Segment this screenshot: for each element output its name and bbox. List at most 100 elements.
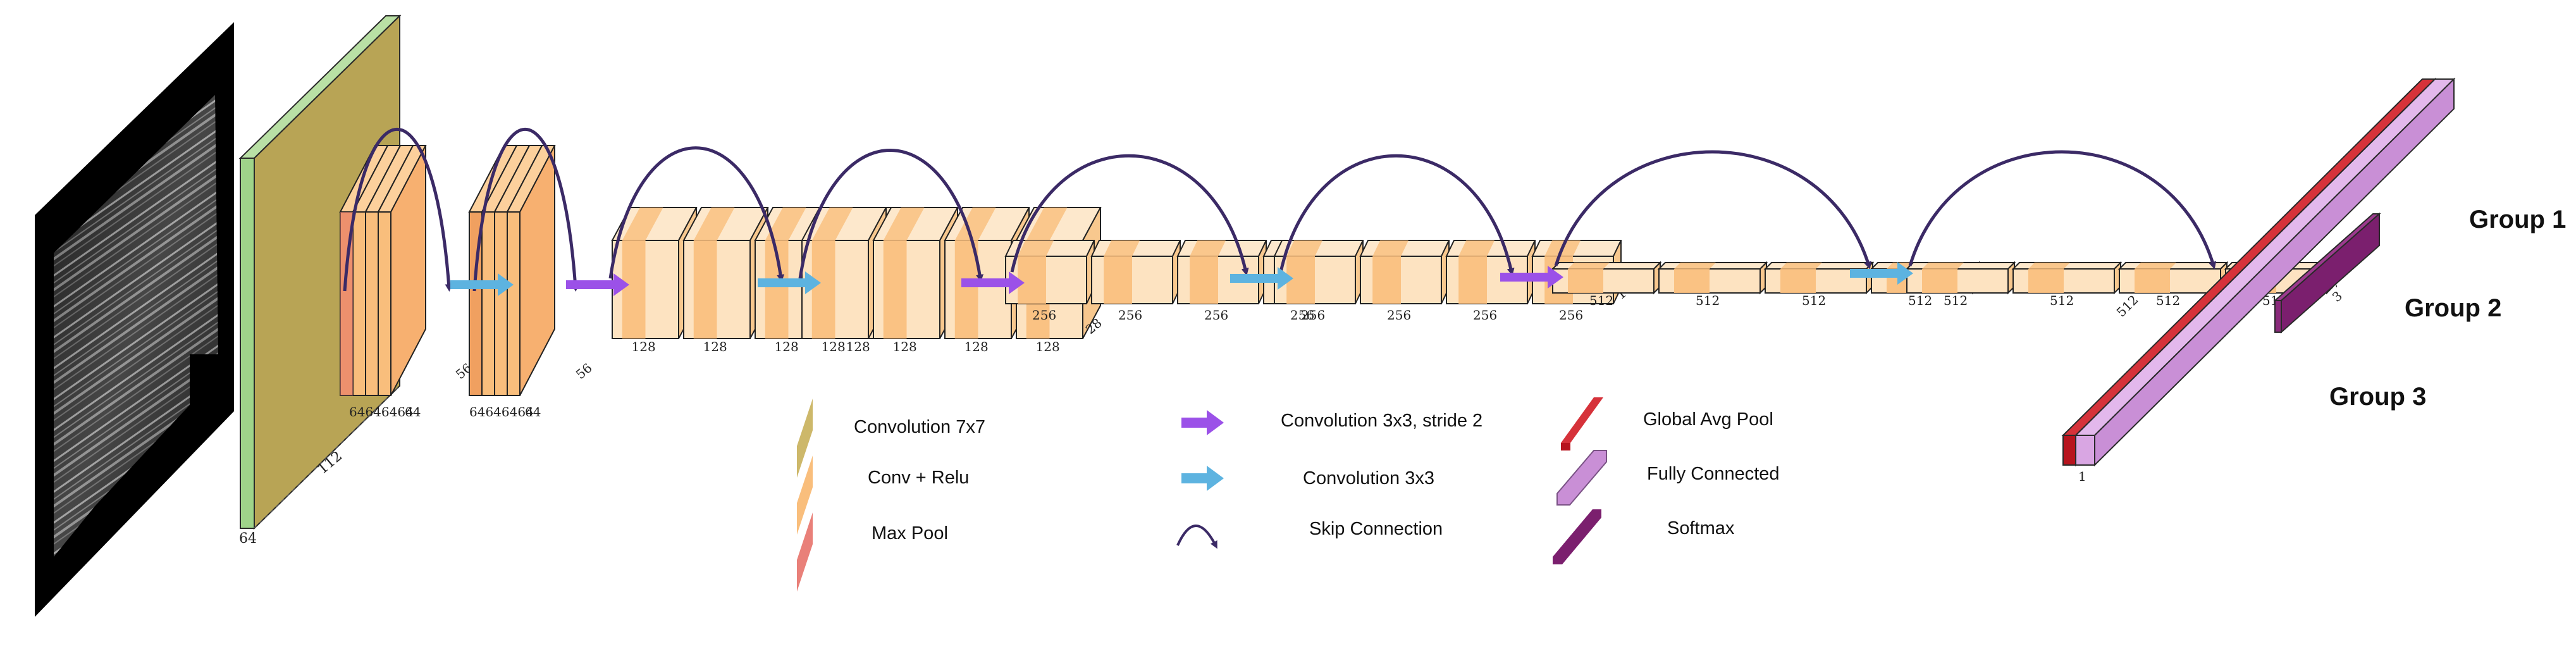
stage-channel-label: 128 bbox=[822, 339, 846, 354]
legend-fc-label: Fully Connected bbox=[1647, 464, 1780, 484]
group-3-label: Group 3 bbox=[2329, 383, 2426, 411]
legend-skip-label: Skip Connection bbox=[1309, 519, 1443, 539]
group-1-label: Group 1 bbox=[2469, 206, 2566, 233]
block-layer-4 bbox=[506, 145, 556, 396]
stage-channel-label: 128 bbox=[1036, 339, 1060, 354]
stage-channel-label: 128 bbox=[775, 339, 799, 354]
stage-channel-label: 512 bbox=[1908, 293, 1932, 308]
stage-channel-label: 128 bbox=[893, 339, 917, 354]
stage-channel-label: 256 bbox=[1559, 307, 1583, 323]
stage-layer-2 bbox=[1359, 240, 1450, 304]
conv3x3-arrow-3 bbox=[1230, 267, 1293, 290]
stage-channel-label: 256 bbox=[1118, 307, 1142, 323]
legend-softmax-label: Softmax bbox=[1667, 518, 1735, 538]
stage-layer-1 bbox=[1905, 261, 2016, 295]
stage-channel-label: 512 bbox=[2156, 293, 2180, 308]
fc-size-label: 512 bbox=[2114, 292, 2142, 320]
stage-channel-label: 512 bbox=[2050, 293, 2074, 308]
stage-channel-label: 256 bbox=[1290, 307, 1314, 323]
block-layer-4 bbox=[377, 145, 427, 396]
stage-layer-1 bbox=[1273, 240, 1364, 304]
stage-channel-label: 256 bbox=[1387, 307, 1411, 323]
maxpool-layer bbox=[340, 212, 353, 395]
conv3x3-arrow-4 bbox=[1850, 262, 1913, 285]
stage-channel-label: 256 bbox=[1473, 307, 1497, 323]
stage-arrows bbox=[450, 262, 1913, 296]
skip-arc-6 bbox=[1279, 154, 1515, 276]
skip-arc-3 bbox=[608, 146, 785, 282]
legend-item-fc: Fully Connected bbox=[1556, 450, 1780, 506]
conv3x3-arrow-icon bbox=[1181, 466, 1224, 491]
fully-connected-bar bbox=[2074, 77, 2456, 467]
stage-channel-label: 128 bbox=[632, 339, 656, 354]
legend-item-convrelu: Conv + Relu bbox=[797, 456, 969, 535]
skip-arc-1 bbox=[343, 128, 453, 292]
group-2-label: Group 2 bbox=[2405, 294, 2501, 322]
stage-block-4: 25625625625614 bbox=[1273, 240, 1636, 323]
residual-block-2 bbox=[468, 145, 556, 396]
legend-item-conv3x3: Convolution 3x3 bbox=[1181, 466, 1434, 491]
stage-layer-3 bbox=[2117, 261, 2229, 295]
residual-block-1 bbox=[339, 145, 427, 396]
legend-maxpool-label: Max Pool bbox=[872, 523, 948, 544]
stage-channel-label: 512 bbox=[1944, 293, 1968, 308]
stage-channel-label: 512 bbox=[1696, 293, 1720, 308]
skip-arc-2 bbox=[472, 128, 579, 292]
block2-spatial-label: 56 bbox=[573, 360, 595, 382]
conv-stride2-arrow-1 bbox=[566, 273, 629, 296]
input-image bbox=[35, 22, 234, 617]
stage-layer-2 bbox=[1090, 240, 1181, 304]
skip-arc-8 bbox=[1908, 150, 2217, 270]
legend-conv7x7-label: Convolution 7x7 bbox=[854, 417, 985, 437]
legend-item-softmax: Softmax bbox=[1553, 509, 1735, 564]
block1-last-channel-label: 64 bbox=[405, 404, 421, 419]
legend-gap-label: Global Avg Pool bbox=[1643, 409, 1773, 430]
softmax-size-label: 3 bbox=[2329, 288, 2345, 305]
stage-channel-label: 256 bbox=[1204, 307, 1228, 323]
legend-item-gap: Global Avg Pool bbox=[1561, 397, 1773, 450]
legend-item-skip: Skip Connection bbox=[1176, 519, 1443, 549]
stage-layer-1 bbox=[1551, 261, 1662, 295]
softmax-bar bbox=[2273, 212, 2381, 334]
conv-stride2-arrow-3 bbox=[1500, 266, 1563, 289]
legend-convrelu-label: Conv + Relu bbox=[868, 468, 969, 488]
skip-arc-4 bbox=[798, 149, 983, 282]
gap-size-label: 1 bbox=[2078, 469, 2086, 484]
stage-channel-label: 512 bbox=[1589, 293, 1613, 308]
stage-channel-label: 128 bbox=[846, 339, 870, 354]
conv7x7-slab bbox=[238, 14, 402, 530]
conv-stride2-arrow-2 bbox=[961, 271, 1025, 294]
stage-layer-3 bbox=[1176, 240, 1267, 304]
block1-channels-label: 64646464 bbox=[349, 404, 414, 419]
softmax-swatch bbox=[1553, 509, 1601, 564]
block2-channels-label: 64646464 bbox=[469, 404, 534, 419]
convrelu-swatch bbox=[797, 456, 813, 535]
stage-channel-label: 256 bbox=[1301, 307, 1325, 323]
maxpool-swatch bbox=[797, 512, 813, 592]
conv1-depth-label: 64 bbox=[239, 531, 257, 547]
legend-item-conv7x7: Convolution 7x7 bbox=[797, 399, 985, 478]
legend-conv-stride2-label: Convolution 3x3, stride 2 bbox=[1281, 411, 1482, 431]
stage-blocks: 1281281281282812812812812828256256256256… bbox=[611, 207, 2343, 354]
stage-channel-label: 128 bbox=[964, 339, 989, 354]
conv7x7-swatch bbox=[797, 399, 813, 478]
legend-item-maxpool: Max Pool bbox=[797, 512, 948, 592]
stage-channel-label: 256 bbox=[1032, 307, 1056, 323]
skip-connections bbox=[343, 128, 2217, 292]
stage-layer-3 bbox=[1445, 240, 1536, 304]
skip-arc-5 bbox=[1010, 154, 1249, 276]
conv3x3-arrow-1 bbox=[450, 273, 514, 296]
stage-channel-label: 512 bbox=[1802, 293, 1826, 308]
stage-layer-2 bbox=[1657, 261, 1768, 295]
legend-item-conv-stride2: Convolution 3x3, stride 2 bbox=[1181, 410, 1482, 435]
skip-arc-7 bbox=[1554, 150, 1871, 270]
conv-stride2-arrow-icon bbox=[1181, 410, 1224, 435]
stage-channel-label: 128 bbox=[703, 339, 727, 354]
legend-conv3x3-label: Convolution 3x3 bbox=[1303, 468, 1434, 488]
conv3x3-arrow-2 bbox=[758, 271, 821, 294]
skip-connection-icon bbox=[1176, 525, 1217, 549]
legend: Convolution 7x7 Conv + Relu Max Pool Con… bbox=[797, 397, 1780, 592]
fc-swatch bbox=[1556, 450, 1607, 506]
gap-swatch bbox=[1561, 397, 1603, 443]
